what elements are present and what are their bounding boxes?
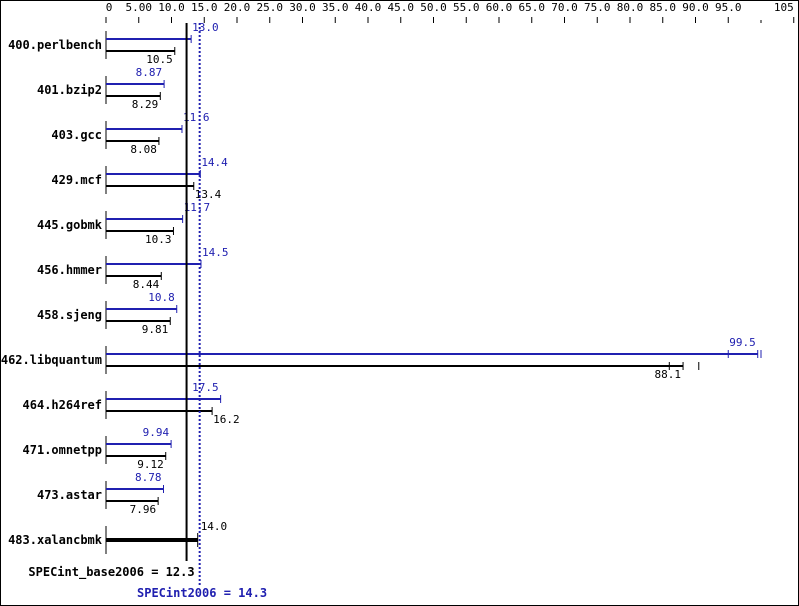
axis-tick-label: 90.0 [682,1,709,14]
axis-tick-label: 40.0 [355,1,382,14]
base-value-label: 14.0 [201,520,228,533]
peak-value-label: 8.78 [135,471,162,484]
axis-tick-label: 65.0 [519,1,546,14]
axis-tick-label: 75.0 [584,1,611,14]
axis-tick-label: 0 [106,1,113,14]
base-value-label: 9.81 [142,323,169,336]
benchmark-label: 483.xalancbmk [8,533,103,547]
peak-value-label: 13.0 [192,21,219,34]
axis-tick-label: 25.0 [257,1,284,14]
peak-value-label: 14.5 [202,246,229,259]
axis-tick-label: 85.0 [650,1,677,14]
axis-tick-label: 70.0 [551,1,578,14]
peak-value-label: 99.5 [729,336,756,349]
benchmark-label: 400.perlbench [8,38,102,52]
benchmark-label: 471.omnetpp [23,443,102,457]
peak-value-label: 11.6 [183,111,210,124]
axis-tick-label: 35.0 [322,1,349,14]
axis-tick-label: 30.0 [289,1,316,14]
base-value-label: 88.1 [655,368,682,381]
axis-tick-label: 50.0 [420,1,447,14]
base-value-label: 10.5 [146,53,173,66]
peak-value-label: 10.8 [148,291,175,304]
peak-value-label: 9.94 [143,426,170,439]
base-value-label: 13.4 [195,188,222,201]
axis-tick-label: 105 [774,1,794,14]
peak-value-label: 8.87 [136,66,163,79]
base-mean-label: SPECint_base2006 = 12.3 [28,565,194,580]
peak-mean-label: SPECint2006 = 14.3 [137,586,267,600]
benchmark-label: 456.hmmer [37,263,102,277]
base-value-label: 8.44 [133,278,160,291]
peak-value-label: 17.5 [192,381,219,394]
benchmark-label: 401.bzip2 [37,83,102,97]
benchmark-label: 429.mcf [51,173,102,187]
benchmark-label: 445.gobmk [37,218,103,232]
base-value-label: 7.96 [130,503,157,516]
benchmark-label: 458.sjeng [37,308,102,322]
peak-value-label: 11.7 [184,201,211,214]
axis-tick-label: 15.0 [191,1,218,14]
axis-tick-label: 55.0 [453,1,480,14]
base-value-label: 16.2 [213,413,240,426]
axis-tick-label: 80.0 [617,1,644,14]
axis-tick-label: 45.0 [388,1,415,14]
peak-value-label: 14.4 [201,156,228,169]
benchmark-label: 462.libquantum [1,353,102,367]
base-value-label: 9.12 [137,458,164,471]
base-value-label: 8.08 [130,143,157,156]
axis-tick-label: 20.0 [224,1,251,14]
benchmark-label: 473.astar [37,488,102,502]
axis-tick-label: 5.00 [126,1,153,14]
axis-tick-label: 95.0 [715,1,742,14]
base-value-label: 8.29 [132,98,159,111]
benchmark-label: 464.h264ref [23,398,102,412]
axis-tick-label: 60.0 [486,1,513,14]
axis-tick-label: 10.0 [158,1,185,14]
benchmark-label: 403.gcc [51,128,102,142]
base-value-label: 10.3 [145,233,172,246]
